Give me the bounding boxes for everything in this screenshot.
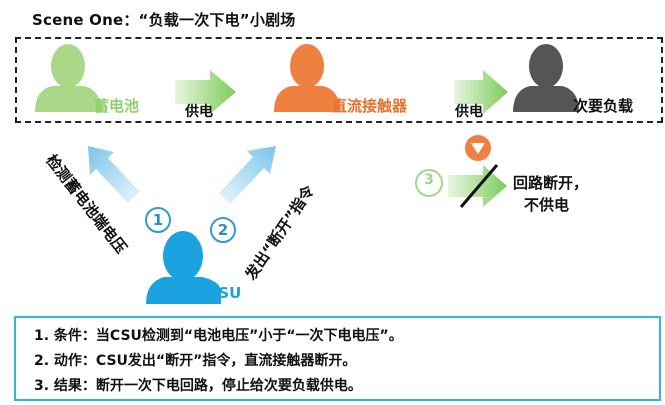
load-person-icon: [513, 44, 579, 112]
contactor-person-icon: [274, 44, 340, 112]
contactor-label: 直流接触器: [332, 97, 408, 115]
page-title: Scene One：“负载一次下电”小剧场: [32, 11, 296, 29]
note-1: 1. 条件：当CSU检测到“电池电压”小于“一次下电电压”。: [34, 328, 403, 344]
notes-box: 1. 条件：当CSU检测到“电池电压”小于“一次下电电压”。 2. 动作：CSU…: [14, 316, 661, 401]
battery-person-icon: [35, 44, 101, 112]
result-line-1: 回路断开，: [513, 174, 589, 192]
note-3: 3. 结果：断开一次下电回路，停止给次要负载供电。: [34, 378, 362, 394]
command-arrow: [219, 146, 276, 204]
csu-label: CSU: [207, 284, 242, 302]
supply-arrow-1: [175, 70, 236, 114]
result-line-2: 不供电: [524, 196, 570, 214]
detect-arrow: [88, 146, 140, 203]
supply-arrow-2: [454, 70, 508, 114]
scene-frame: [15, 37, 663, 123]
supply-label-2: 供电: [455, 104, 483, 120]
supply-label-1: 供电: [185, 104, 213, 120]
battery-label: 蓄电池: [94, 97, 140, 115]
step3-number: 3: [424, 172, 434, 188]
note-2: 2. 动作：CSU发出“断开”指令，直流接触器断开。: [34, 353, 357, 369]
load-label: 次要负载: [573, 97, 634, 115]
alert-down-icon: [465, 135, 491, 161]
csu-person-icon: [146, 231, 221, 304]
step3-circle: [415, 169, 443, 197]
broken-supply-arrow: [448, 164, 507, 208]
step1-badge: 1: [145, 207, 171, 233]
step2-badge: 2: [210, 217, 236, 243]
